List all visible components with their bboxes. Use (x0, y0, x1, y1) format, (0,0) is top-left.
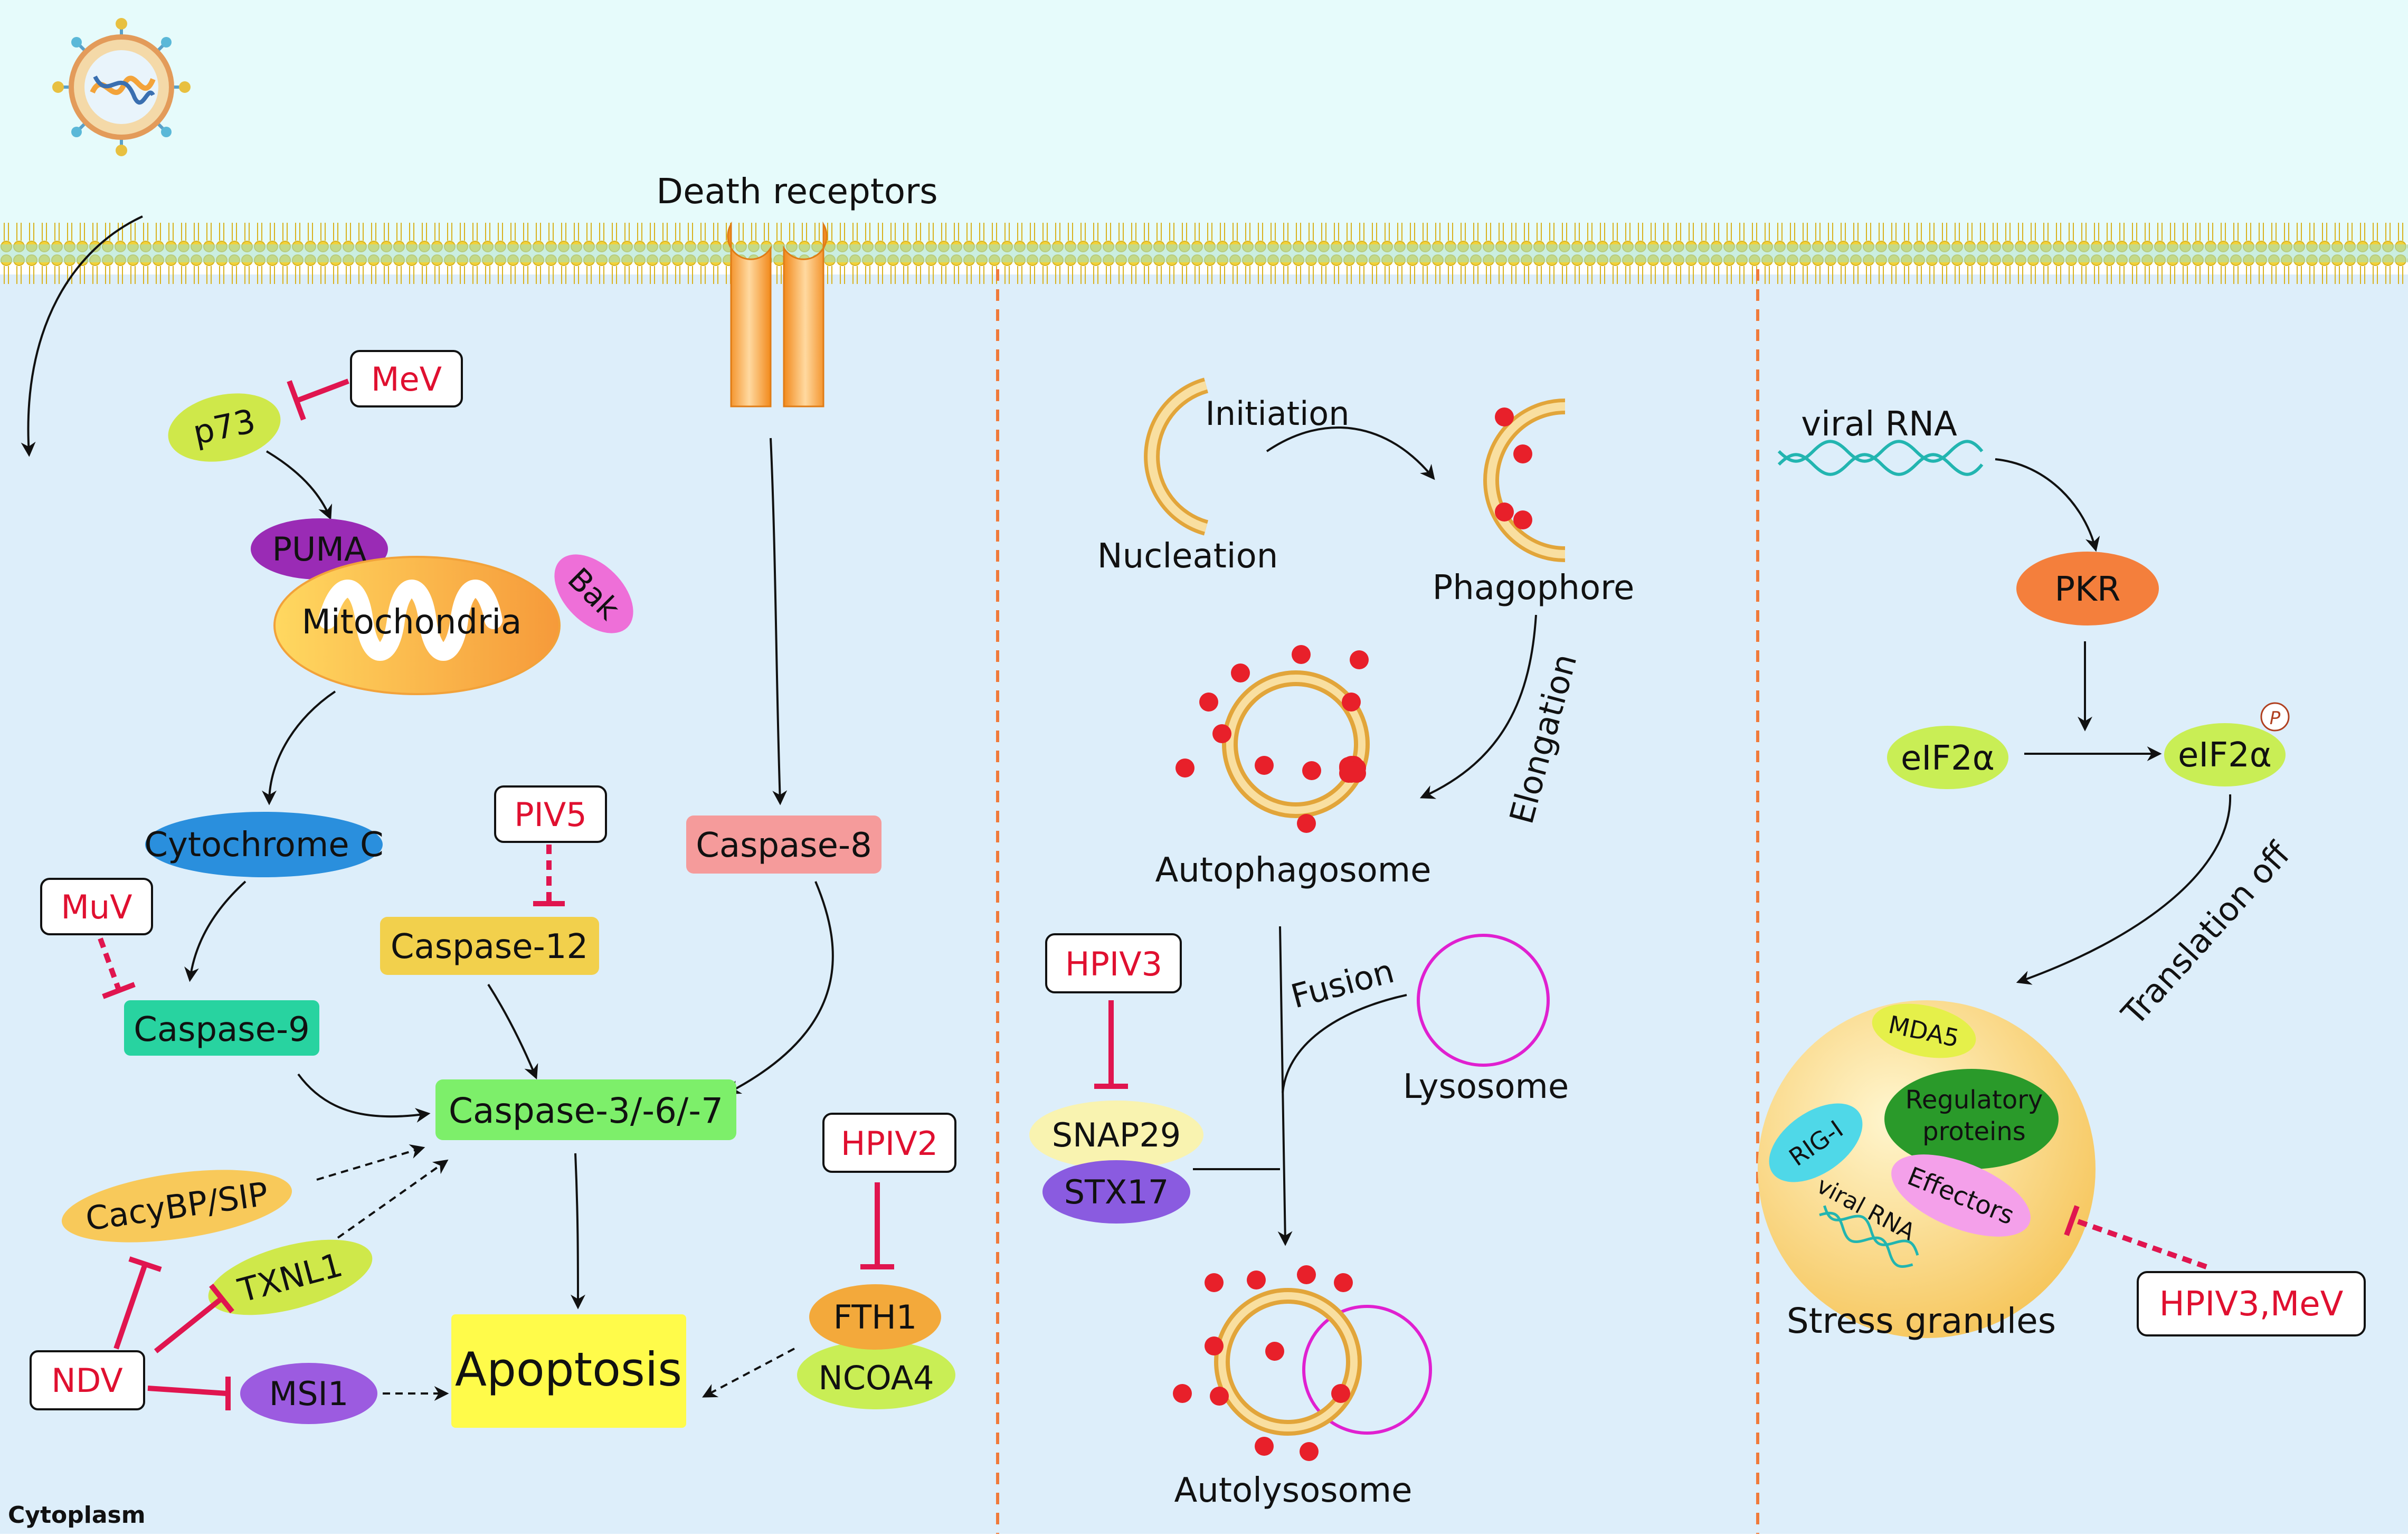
snap29-node (1029, 1101, 1203, 1169)
eif2a-label: eIF2α (1901, 739, 1995, 778)
stx17-node (1042, 1160, 1190, 1224)
regulatory-proteins-label-1: Regulatory (1905, 1085, 2043, 1115)
apoptosis-label: Apoptosis (455, 1342, 682, 1397)
hpiv3-inhibitor-box (1045, 933, 1182, 993)
virus-particle-icon (52, 18, 191, 156)
p73-node (168, 393, 281, 462)
rig-i-node (1769, 1103, 1863, 1182)
cacybp-sip-node (61, 1170, 292, 1243)
snap29-label: SNAP29 (1052, 1116, 1181, 1154)
lysosome-icon (1417, 934, 1550, 1067)
piv5-inhibitor-label: PIV5 (514, 795, 587, 834)
phosphate-badge-label: P (2270, 708, 2281, 729)
ndv-inhibitor-label: NDV (51, 1361, 122, 1400)
initiation-label: Initiation (1205, 394, 1349, 433)
hpiv2-inhibitor-box (822, 1113, 956, 1173)
fth1-label: FTH1 (833, 1298, 917, 1336)
caspase-9-node (124, 1000, 319, 1056)
cytochrome-c-label: Cytochrome C (144, 826, 383, 865)
extracellular-space (0, 0, 2408, 243)
viral-rna-helix-icon (1777, 440, 1984, 476)
cytochrome-c-node (145, 812, 383, 877)
autophagosome-icon (1175, 645, 1370, 833)
bak-node (554, 554, 633, 633)
stress-granules-label: Stress granules (1787, 1301, 2056, 1341)
cytoplasm-region (0, 274, 2408, 1534)
mitochondria-label: Mitochondria (302, 603, 522, 642)
eif2a-node (1887, 726, 2008, 789)
mev-inhibitor-box (350, 350, 463, 407)
autolysosome-label: Autolysosome (1174, 1471, 1412, 1510)
stx17-label: STX17 (1064, 1173, 1169, 1211)
phagophore-label: Phagophore (1433, 568, 1635, 608)
autophagosome-label: Autophagosome (1155, 851, 1431, 890)
muv-inhibitor-box (40, 878, 153, 935)
caspase-367-label: Caspase-3/-6/-7 (449, 1091, 723, 1131)
hpiv3-inhibitor-label: HPIV3 (1065, 945, 1162, 983)
pkr-node (2016, 552, 2159, 625)
muv-inhibitor-label: MuV (61, 888, 132, 926)
piv5-inhibitor-box (494, 785, 607, 843)
cytoplasm-label: Cytoplasm (8, 1502, 146, 1529)
death-receptor-icon (727, 221, 828, 407)
fth1-node (809, 1284, 941, 1350)
caspase-8-node (686, 816, 881, 874)
nucleation-label: Nucleation (1097, 537, 1278, 576)
ncoa4-label: NCOA4 (818, 1359, 934, 1397)
ncoa4-node (797, 1341, 955, 1409)
death-receptors-label: Death receptors (656, 171, 937, 212)
caspase-12-node (380, 917, 599, 975)
regulatory-proteins-node (1884, 1069, 2059, 1169)
lysosome-label: Lysosome (1403, 1067, 1569, 1106)
pkr-label: PKR (2054, 570, 2120, 609)
caspase-12-label: Caspase-12 (391, 927, 588, 966)
autolysosome-icon (1173, 1265, 1432, 1461)
mda5-node (1872, 1003, 1976, 1058)
hpiv3-mev-inhibitor-box (2137, 1271, 2366, 1336)
effectors-node (1891, 1154, 2031, 1237)
caspase-367-node (435, 1079, 736, 1140)
hpiv2-inhibitor-label: HPIV2 (841, 1124, 938, 1163)
msi1-label: MSI1 (269, 1374, 349, 1413)
eif2a-phosphorylated-node (2164, 723, 2286, 786)
txnl1-node (208, 1239, 373, 1315)
regulatory-proteins-label-2: proteins (1922, 1117, 2026, 1146)
caspase-8-label: Caspase-8 (696, 826, 872, 865)
mev-inhibitor-label: MeV (371, 360, 442, 399)
ndv-inhibitor-box (30, 1350, 145, 1410)
msi1-node (240, 1363, 377, 1424)
viral-rna-label: viral RNA (1801, 405, 1957, 444)
phagophore-icon (1483, 399, 1566, 562)
caspase-9-label: Caspase-9 (134, 1010, 310, 1049)
puma-label: PUMA (272, 530, 367, 568)
apoptosis-node (451, 1314, 686, 1428)
hpiv3-mev-inhibitor-label: HPIV3,MeV (2159, 1285, 2344, 1324)
phosphate-badge-icon (2260, 702, 2290, 732)
granule-viral-rna-helix-icon (1819, 1205, 1919, 1268)
eif2a-phosphorylated-label: eIF2α (2178, 736, 2272, 775)
